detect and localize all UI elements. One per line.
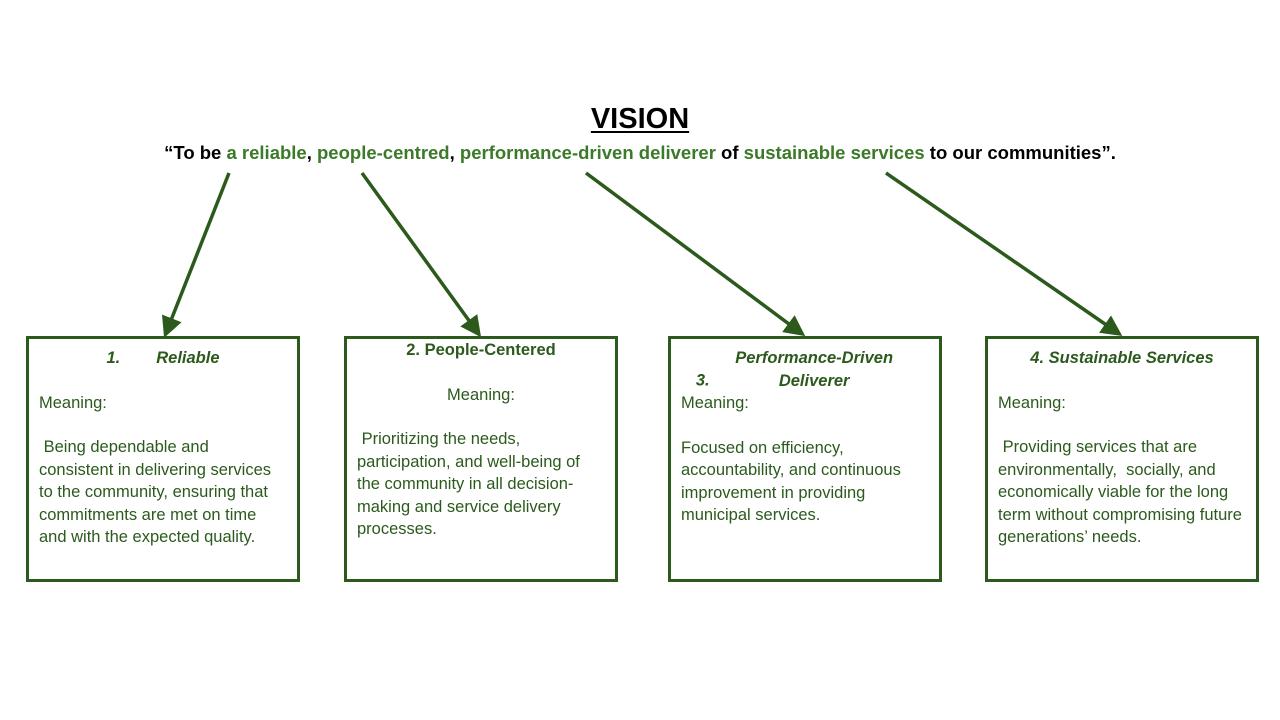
box-heading: 1. Reliable: [29, 339, 297, 370]
value-box-sustainable-services: 4. Sustainable Services Meaning: Providi…: [985, 336, 1259, 582]
box-description: Focused on efficiency, accountability, a…: [681, 438, 906, 525]
value-box-people-centered: 2. People-Centered Meaning: Prioritizing…: [344, 336, 618, 582]
box-heading-text: Performance-Driven Deliverer: [735, 349, 894, 390]
keyword-performance-driven: performance-driven deliverer: [459, 142, 716, 163]
meaning-label: Meaning:: [39, 393, 107, 412]
arrow-to-people-centered: [360, 171, 482, 338]
box-heading: 4. Sustainable Services: [988, 339, 1256, 370]
meaning-label: Meaning:: [681, 394, 749, 412]
box-heading: 3. Performance-Driven Deliverer: [671, 339, 939, 392]
statement-part: “To be: [164, 142, 227, 163]
box-description: Providing services that are environmenta…: [998, 438, 1247, 546]
box-description: Being dependable and consistent in deliv…: [39, 438, 276, 546]
statement-part: of: [715, 142, 744, 163]
box-number: 3.: [695, 371, 710, 390]
box-heading: 2. People-Centered: [347, 339, 615, 362]
vision-title: VISION: [0, 103, 1280, 136]
arrow-to-reliable: [162, 172, 231, 338]
keyword-sustainable-services: sustainable services: [743, 142, 925, 163]
meaning-label: Meaning:: [998, 393, 1066, 412]
box-number: 2.: [406, 341, 421, 359]
arrow-to-sustainable-services: [885, 171, 1123, 336]
statement-part: ,: [306, 142, 317, 163]
box-description: Prioritizing the needs, participation, a…: [357, 430, 585, 538]
box-heading-text: Reliable: [156, 349, 220, 367]
statement-part: to our communities”.: [924, 142, 1116, 163]
meaning-label: Meaning:: [447, 385, 515, 404]
vision-statement: “To be a reliable, people-centred, perfo…: [0, 142, 1280, 164]
vision-title-text: VISION: [590, 103, 690, 135]
value-box-reliable: 1. Reliable Meaning: Being dependable and…: [26, 336, 300, 582]
keyword-reliable: a reliable: [226, 142, 307, 163]
statement-part: ,: [449, 142, 460, 163]
box-heading-text: People-Centered: [424, 341, 556, 359]
box-number: 4.: [1030, 349, 1045, 367]
box-number: 1.: [106, 349, 121, 367]
value-box-performance-driven: 3. Performance-Driven Deliverer Meaning:…: [668, 336, 942, 582]
box-heading-text: Sustainable Services: [1048, 349, 1214, 367]
keyword-people-centred: people-centred: [317, 142, 450, 163]
arrow-to-performance-driven: [584, 171, 806, 337]
